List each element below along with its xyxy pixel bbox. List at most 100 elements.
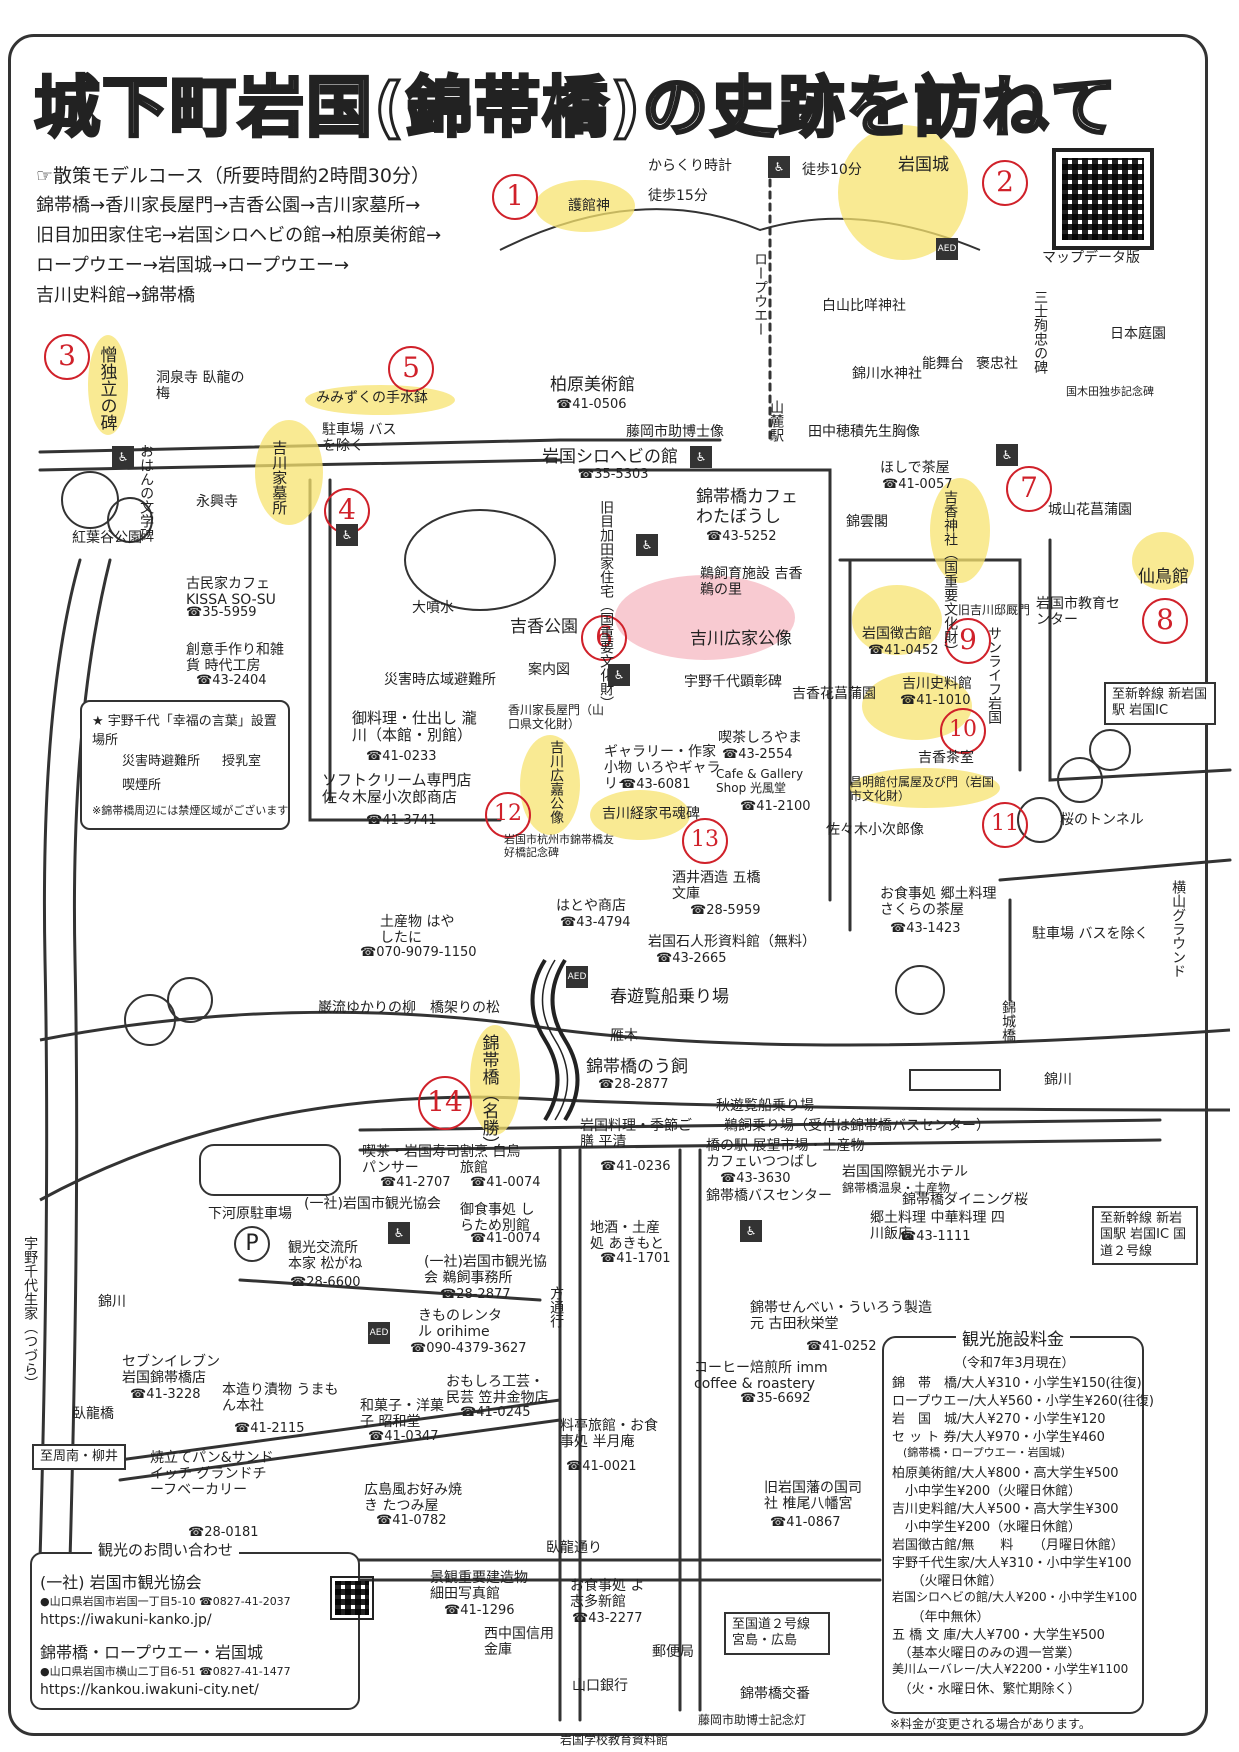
marker-7[interactable]: 7 (1006, 466, 1052, 512)
label-kikko-koen[interactable]: 吉香公園 (510, 617, 578, 637)
label-shimokawara[interactable]: 下河原駐車場 (208, 1206, 292, 1222)
marker-10[interactable]: 10 (940, 708, 986, 754)
label-akimoto[interactable]: 地酒・土産処 あきもと (590, 1220, 665, 1253)
marker-9[interactable]: 9 (945, 618, 991, 664)
label-kimono[interactable]: きものレンタル orihime (418, 1308, 502, 1341)
course-line-3: ロープウエー→岩国城→ロープウエー→ (36, 255, 350, 276)
label-shiroyama-cafe[interactable]: 喫茶しろやま (718, 730, 802, 746)
label-post[interactable]: 郵便局 (652, 1644, 694, 1660)
label-gallery[interactable]: ギャラリー・作家小物 いろやギャラリー (604, 744, 721, 793)
label-shiratame[interactable]: 御食事処 しらため別館 (460, 1202, 535, 1235)
label-hayashitani[interactable]: 土産物 はやしたに (380, 914, 455, 947)
label-yoshishin[interactable]: お食事処 よ志多新館 (570, 1578, 645, 1611)
marker-5[interactable]: 5 (388, 346, 434, 392)
label-kikko-jinja[interactable]: 吉香神社（国重要文化財） (942, 490, 959, 658)
label-jidai[interactable]: 創意手作り和雑貨 時代工房 (186, 642, 284, 675)
qr-code[interactable] (1052, 148, 1154, 250)
tel-cafe-gallery: ☎41-2100 (740, 799, 811, 814)
marker-11[interactable]: 11 (982, 802, 1028, 848)
label-kikkawa-hiroyoshi[interactable]: 吉川広嘉公像 (548, 740, 565, 824)
course-line-1: 錦帯橋→香川家長屋門→吉香公園→吉川家墓所→ (36, 195, 421, 216)
label-kasaigoya[interactable]: おもしろ工芸・民芸 笠井金物店 (446, 1374, 549, 1407)
label-kagawa[interactable]: 香川家長屋門（山口県文化財） (508, 703, 605, 731)
label-mimizuku[interactable]: みみずくの手水鉢 (316, 390, 428, 406)
label-sanroku-station[interactable]: 山麓駅 (768, 400, 785, 442)
label-sekijin[interactable]: 岩国石人形資料館（無料） (648, 934, 816, 950)
label-pansa[interactable]: 喫茶・岩国寿司 パンサー (362, 1144, 460, 1177)
contact-url-2[interactable]: https://kankou.iwakuni-city.net/ (40, 1682, 259, 1698)
label-umakoya[interactable]: 本造り漬物 うまもん本社 (222, 1382, 339, 1415)
label-shikawa[interactable]: 郷土料理 中華料理 四川飯店 (870, 1210, 1005, 1243)
label-autumn-boat[interactable]: 秋遊覧船乗り場 (716, 1098, 814, 1114)
contact-org-1[interactable]: (一社) 岩国市観光協会 (40, 1573, 202, 1592)
marker-1[interactable]: 1 (492, 174, 538, 220)
label-ukai[interactable]: 錦帯橋のう飼 (586, 1057, 688, 1077)
label-hoshide[interactable]: ほしで茶屋 (880, 460, 950, 476)
contact-qr-code[interactable] (330, 1576, 374, 1620)
label-yawata[interactable]: 旧岩国藩の国司社 椎尾八幡宮 (764, 1480, 862, 1513)
label-kikko-kaen: 吉香花菖蒲園 (792, 686, 876, 702)
label-hotel[interactable]: 岩国国際観光ホテル (842, 1164, 968, 1180)
label-hirasei[interactable]: 岩国料理・季節ご膳 平清 (580, 1118, 692, 1151)
label-sasaki-shop[interactable]: ソフトクリーム専門店 佐々木屋小次郎商店 (322, 771, 472, 807)
label-hosoda[interactable]: 景観重要建造物 細田写真館 (430, 1570, 528, 1603)
label-chokokan[interactable]: 岩国徴古館 (862, 626, 932, 642)
marker-13[interactable]: 13 (682, 818, 728, 864)
label-grand[interactable]: 焼立てパン&サンドイッチ グランドチーフベーカリー (150, 1450, 274, 1499)
marker-14[interactable]: 14 (418, 1076, 472, 1130)
label-kikkawa-bosho[interactable]: 吉川家墓所 (270, 440, 289, 515)
label-cafe-gallery[interactable]: Cafe & Gallery Shop 光風堂 (716, 767, 804, 795)
marker-12[interactable]: 12 (485, 792, 531, 838)
label-kashiwabara[interactable]: 柏原美術館 (550, 375, 635, 395)
marker-2[interactable]: 2 (982, 160, 1028, 206)
label-ukai-boat[interactable]: 鵜飼乗り場（受付は錦帯橋バスセンター） (724, 1118, 990, 1134)
label-kintaikyo[interactable]: 錦帯橋（名勝） (478, 1034, 499, 1153)
toilet-icon: ♿ (740, 1220, 762, 1242)
marker-8[interactable]: 8 (1142, 598, 1188, 644)
label-hangetsuan[interactable]: 料亭旅館・お食事処 半月庵 (560, 1418, 658, 1451)
label-hashi-eki[interactable]: 橋の駅 展望市場・土産物 カフェいつつばし (706, 1138, 865, 1171)
label-sakura[interactable]: お食事処 郷土料理 さくらの茶屋 (880, 886, 997, 919)
label-showado[interactable]: 和菓子・洋菓子 昭和堂 (360, 1398, 444, 1431)
label-spring-boat[interactable]: 春遊覧船乗り場 (610, 987, 729, 1007)
label-kanko-kyokai[interactable]: (一社)岩国市観光協会 (304, 1196, 441, 1212)
label-senbei[interactable]: 錦帯せんべい・ういろう製造元 古田秋栄堂 (750, 1300, 932, 1333)
label-gangi: 雁木 (610, 1028, 638, 1044)
marker-3[interactable]: 3 (44, 334, 90, 380)
label-shomeikan[interactable]: 昌明館付属屋及び門（岩国市文化財） (850, 775, 995, 803)
contact-url-1[interactable]: https://iwakuni-kanko.jp/ (40, 1612, 212, 1628)
label-ukai-office[interactable]: (一社)岩国市観光協会 鵜飼事務所 (424, 1254, 547, 1287)
label-bus-center[interactable]: 錦帯橋バスセンター (706, 1188, 832, 1204)
contact-org-2[interactable]: 錦帯橋・ロープウエー・岩国城 (40, 1643, 264, 1662)
label-sodokuritsu[interactable]: 憎独立の碑 (96, 346, 117, 431)
label-kikkawa-tsunehiro[interactable]: 吉川経家弔魂碑 (602, 806, 700, 822)
label-nishichugoku[interactable]: 西中国信用金庫 (484, 1626, 554, 1659)
label-seven[interactable]: セブンイレブン 岩国錦帯橋店 (122, 1354, 220, 1387)
label-cafe[interactable]: 錦帯橋カフェ わたぼうし (696, 487, 798, 527)
label-kanko-koryu[interactable]: 観光交流所 本家 松がね (288, 1240, 363, 1273)
label-iwakuni-castle[interactable]: 岩国城 (898, 155, 949, 175)
label-uno-chiyo: 宇野千代顕彰碑 (684, 674, 782, 690)
label-dining[interactable]: 錦帯橋ダイニング桜 (902, 1192, 1028, 1208)
label-hiroie[interactable]: 吉川広家公像 (690, 629, 792, 649)
label-tatsumi[interactable]: 広島風お好み焼き たつみ屋 (364, 1482, 462, 1515)
label-meguta[interactable]: 旧目加田家住宅（国重要文化財） (598, 500, 615, 710)
contact-addr-1: ●山口県岩国市岩国一丁目5-10 ☎0827-41-2037 (40, 1595, 291, 1608)
label-uno-seika[interactable]: 宇野千代生家（つづら） (22, 1236, 39, 1390)
label-imm[interactable]: コーヒー焙煎所 imm coffee & roastery (694, 1360, 828, 1393)
label-sunlife[interactable]: サンライフ岩国 (986, 626, 1003, 724)
label-nishiki-suijin: 錦川水神社 (852, 366, 922, 382)
label-yamaguchi-bank[interactable]: 山口銀行 (572, 1678, 628, 1694)
label-ropeway[interactable]: ロープウエー (752, 252, 769, 336)
label-senrokan[interactable]: 仙鳥館 (1138, 567, 1189, 587)
label-shirotori[interactable]: 割烹 白鳥旅館 (460, 1144, 521, 1177)
label-momijidani[interactable]: 紅葉谷公園 (72, 530, 142, 546)
label-hadoya[interactable]: はとや商店 (556, 898, 626, 914)
label-taki[interactable]: 御料理・仕出し 瀧川（本館・別館） (352, 709, 477, 745)
label-shirohebi[interactable]: 岩国シロヘビの館 (542, 447, 678, 467)
label-kikkawa-shiryokan[interactable]: 吉川史料館 (902, 676, 972, 692)
marker-6[interactable]: 6 (581, 615, 627, 661)
label-annaizu-1[interactable]: 案内図 (528, 662, 570, 678)
label-kissa[interactable]: 古民家カフェ KISSA SO-SU (186, 576, 276, 609)
label-sakai[interactable]: 酒井酒造 五橋文庫 (672, 870, 761, 903)
